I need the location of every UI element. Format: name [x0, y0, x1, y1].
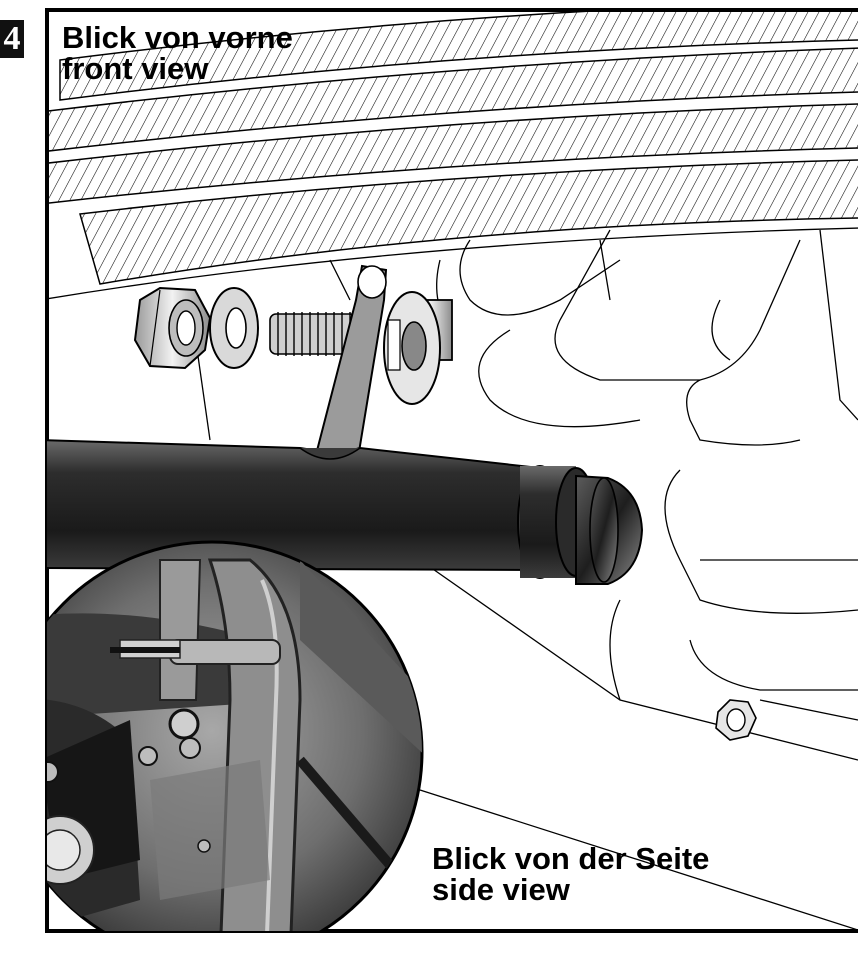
side-view-label-en: side view	[432, 872, 570, 907]
side-view-label: Blick von der Seite side view	[432, 843, 709, 905]
frame-tube	[47, 439, 644, 585]
side-view-label-de: Blick von der Seite	[432, 841, 710, 876]
side-view-inset	[47, 540, 424, 931]
washer	[209, 287, 259, 369]
grille-bands	[47, 10, 858, 300]
step-number-badge: 4	[0, 20, 24, 58]
front-view-label-de: Blick von vorne	[62, 20, 293, 55]
lower-nut	[715, 699, 757, 741]
hex-nut	[133, 286, 212, 370]
front-view-label: Blick von vorne front view	[62, 22, 293, 84]
engine-outline	[189, 229, 858, 931]
spacer-bushing	[383, 291, 453, 405]
front-view-label-en: front view	[62, 51, 209, 86]
